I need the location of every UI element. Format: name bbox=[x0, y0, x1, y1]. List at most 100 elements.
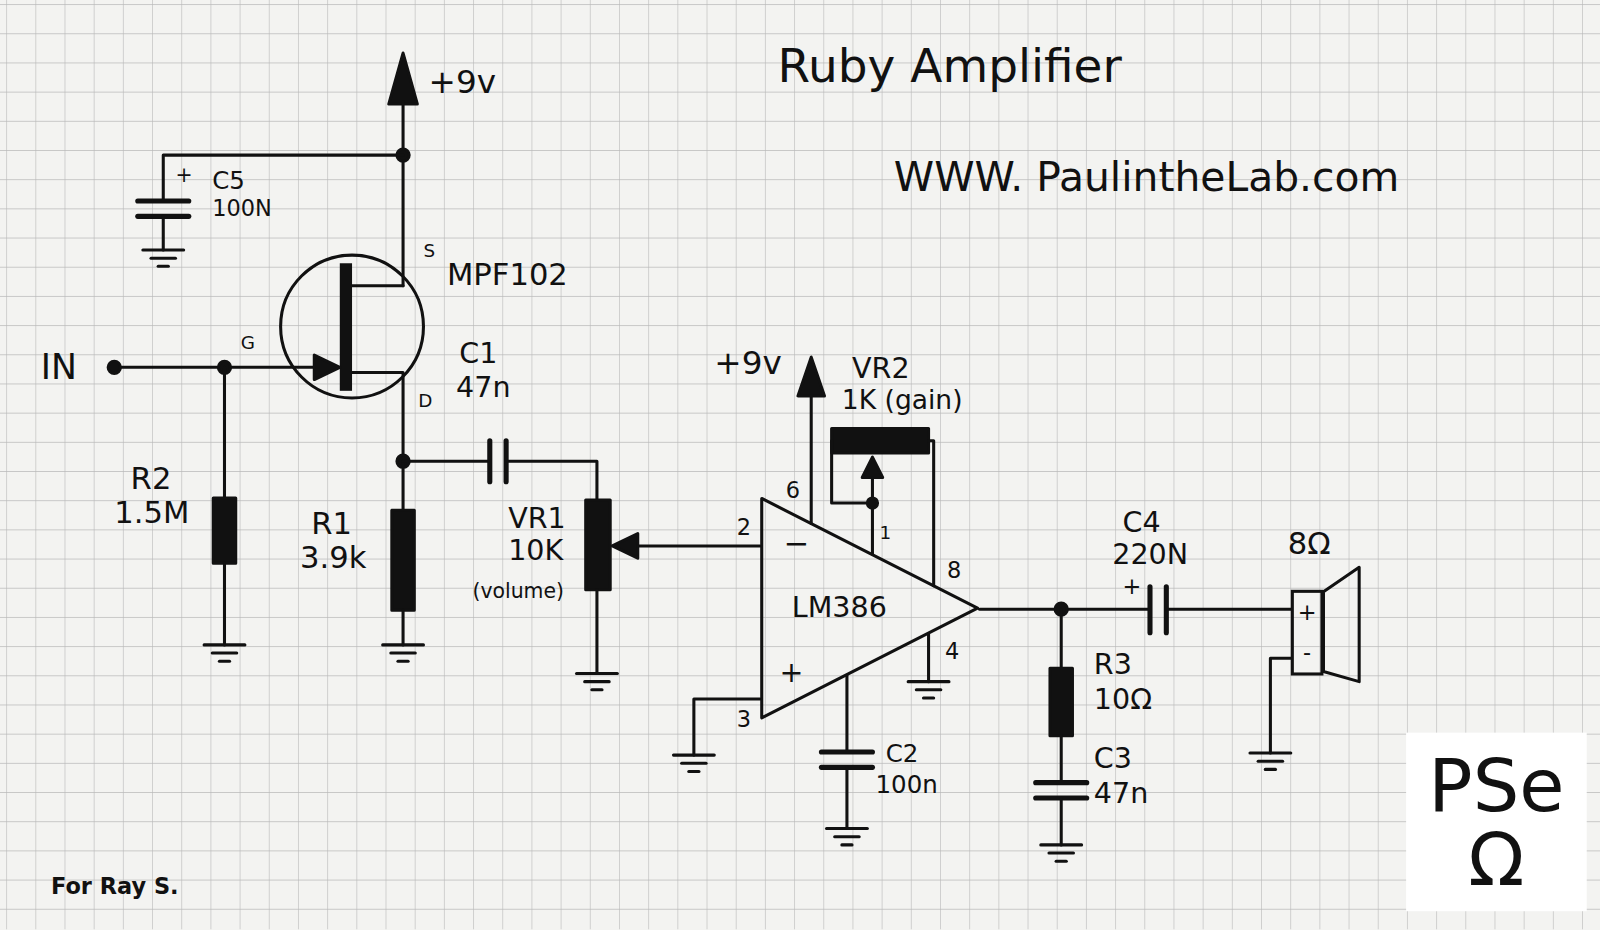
ground-symbol-part bbox=[219, 660, 229, 663]
ground-symbol-part bbox=[827, 829, 868, 845]
part-name: VR2 bbox=[852, 352, 910, 385]
part-name: C4 bbox=[1122, 506, 1160, 539]
part-name: R1 bbox=[311, 506, 352, 541]
part-number: MPF102 bbox=[447, 257, 568, 292]
pin-number: 2 bbox=[737, 514, 751, 540]
part-value: 1K (gain) bbox=[842, 386, 963, 417]
speaker-cone-part bbox=[1270, 658, 1290, 753]
speaker-cone-part bbox=[1323, 567, 1359, 681]
output-network bbox=[980, 587, 1291, 845]
ground-symbol-part bbox=[673, 755, 714, 771]
ground-symbol-part bbox=[577, 673, 618, 689]
diagram-title: Ruby Amplifier bbox=[778, 39, 1122, 93]
part-value: 220N bbox=[1112, 539, 1188, 572]
resistor-r2-part bbox=[213, 498, 235, 563]
potentiometer-vr2-part bbox=[862, 457, 882, 477]
part-value: 10K bbox=[508, 535, 563, 568]
potentiometer-vr2-part bbox=[867, 498, 877, 508]
part-value: 100n bbox=[876, 771, 938, 799]
ground-symbol-part bbox=[383, 645, 424, 661]
resistor-r1-part bbox=[402, 461, 405, 510]
ground-symbol-part bbox=[585, 680, 609, 683]
amplifier-triangle: LM386 bbox=[760, 497, 979, 719]
part-name: VR1 bbox=[508, 502, 566, 535]
ground-symbol-part bbox=[1250, 753, 1291, 769]
jfet-symbol-part bbox=[314, 355, 340, 379]
potentiometer-vr2-part bbox=[832, 441, 873, 503]
speaker-cone bbox=[1270, 567, 1359, 753]
ground-symbol bbox=[143, 250, 1291, 861]
potentiometer-vr2-part bbox=[929, 441, 934, 586]
capacitor-c2-part bbox=[845, 676, 848, 750]
supply-label: +9v bbox=[714, 345, 781, 383]
amplifier-outline-path bbox=[762, 498, 978, 717]
capacitor-c5-part bbox=[162, 216, 165, 250]
output-network-part bbox=[1060, 736, 1063, 781]
ground-symbol-part bbox=[1041, 843, 1082, 846]
output-network-part bbox=[1060, 609, 1063, 668]
part-value: 10Ω bbox=[1094, 684, 1152, 717]
pin-4-wire-part bbox=[927, 634, 930, 682]
ground-symbol-part bbox=[1041, 845, 1082, 861]
capacitor-c2-part bbox=[845, 767, 848, 828]
part-name: R3 bbox=[1094, 649, 1132, 682]
ground-symbol-part bbox=[398, 660, 408, 663]
output-network-part bbox=[1036, 780, 1087, 785]
capacitor-c2-part bbox=[821, 749, 872, 754]
chip-name: LM386 bbox=[792, 594, 887, 623]
pin-number: 3 bbox=[737, 706, 751, 732]
resistor-r1 bbox=[392, 455, 414, 645]
ground-symbol-part bbox=[689, 770, 699, 773]
capacitor-c1-part bbox=[508, 461, 597, 500]
speaker-box: +- bbox=[1291, 590, 1324, 676]
part-name: C1 bbox=[459, 338, 497, 371]
logo-box: PSeΩ bbox=[1406, 733, 1587, 912]
ground-symbol-part bbox=[682, 762, 706, 765]
part-name: C2 bbox=[886, 741, 919, 769]
potentiometer-vr2-part bbox=[871, 478, 874, 555]
ground-symbol-part bbox=[158, 265, 168, 268]
polarity-mark: + bbox=[176, 163, 193, 186]
ground-symbol-part bbox=[916, 688, 940, 691]
ground-symbol-part bbox=[842, 843, 852, 846]
ground-symbol-part bbox=[143, 250, 184, 266]
potentiometer-vr1-part bbox=[586, 500, 610, 590]
ground-symbol-part bbox=[592, 688, 602, 691]
output-network-part bbox=[1060, 798, 1063, 845]
ground-symbol-part bbox=[1049, 852, 1073, 855]
pin-number: 6 bbox=[786, 478, 800, 504]
ground-symbol-part bbox=[143, 248, 184, 251]
potentiometer-vr2-part bbox=[832, 429, 929, 453]
part-value: 47n bbox=[456, 371, 510, 404]
supply-label: +9v bbox=[429, 63, 496, 101]
ground-symbol-part bbox=[1056, 860, 1066, 863]
ground-symbol-part bbox=[204, 643, 245, 646]
capacitor-c5-part bbox=[138, 198, 189, 203]
ground-symbol-part bbox=[908, 682, 949, 698]
pin-6-supply bbox=[798, 357, 825, 523]
part-name: C3 bbox=[1094, 743, 1132, 776]
part-value: 8Ω bbox=[1288, 527, 1331, 562]
resistor-r2-part bbox=[223, 563, 226, 645]
dedication-note: For Ray S. bbox=[51, 873, 179, 899]
resistor-r1-part bbox=[392, 510, 414, 610]
output-network-part bbox=[1050, 668, 1072, 735]
signal-name: IN bbox=[41, 347, 77, 387]
ground-symbol-part bbox=[827, 827, 868, 830]
ground-symbol-part bbox=[835, 835, 859, 838]
supply-arrow bbox=[389, 53, 418, 286]
potentiometer-vr1-part bbox=[638, 544, 760, 547]
capacitor-c1-part bbox=[487, 441, 492, 482]
capacitor-c2 bbox=[821, 676, 872, 829]
input-sign: − bbox=[784, 527, 810, 562]
ground-symbol-part bbox=[151, 257, 175, 260]
terminal-sign: + bbox=[1298, 602, 1317, 624]
output-network-part bbox=[1147, 587, 1152, 633]
part-value: 100N bbox=[212, 196, 272, 222]
supply-arrow-part bbox=[402, 102, 405, 286]
pin-name: G bbox=[241, 333, 255, 354]
input-sign: + bbox=[780, 656, 804, 689]
part-value: 3.9k bbox=[300, 541, 366, 576]
